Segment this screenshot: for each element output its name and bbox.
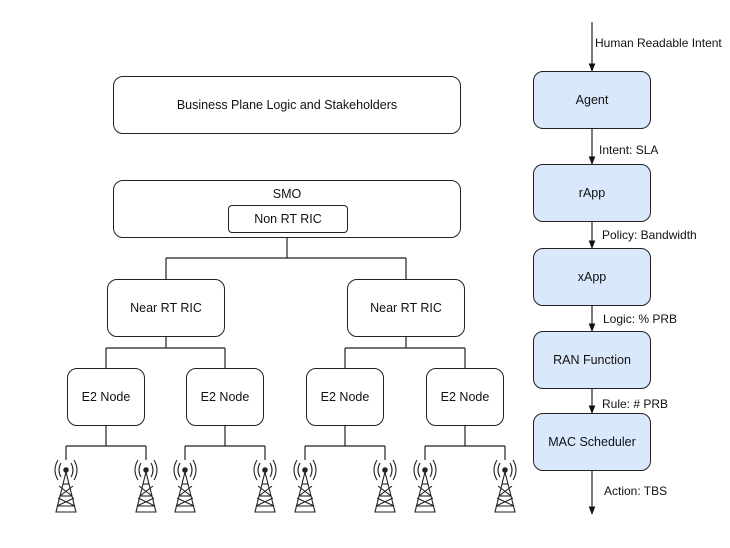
cell-tower-icon [493,459,517,513]
smo-label: SMO [272,187,302,201]
cell-tower-icon [413,459,437,513]
edge-label: Rule: # PRB [601,397,670,411]
non-rt-ric-label: Non RT RIC [254,212,322,226]
non-rt-ric-box: Non RT RIC [228,205,348,233]
stage-xapp-box: xApp [533,248,651,306]
e2-node-label: E2 Node [200,390,250,404]
e2-node-box: E2 Node [186,368,264,426]
stage-agent-box: Agent [533,71,651,129]
e2-node-box: E2 Node [67,368,145,426]
input-label: Human Readable Intent [594,36,723,50]
stage-label: xApp [577,270,607,284]
e2-node-box: E2 Node [426,368,504,426]
cell-tower-icon [134,459,158,513]
cell-tower-icon [253,459,277,513]
near-rt-ric-label: Near RT RIC [130,301,202,315]
business-plane-label: Business Plane Logic and Stakeholders [176,98,398,112]
near-rt-ric-box-right: Near RT RIC [347,279,465,337]
smo-box: SMO Non RT RIC [113,180,461,238]
output-label: Action: TBS [603,484,669,498]
e2-node-label: E2 Node [81,390,131,404]
edge-label: Logic: % PRB [602,312,679,326]
edge-label: Intent: SLA [598,143,660,157]
stage-ran-function-box: RAN Function [533,331,651,389]
e2-node-label: E2 Node [320,390,370,404]
business-plane-box: Business Plane Logic and Stakeholders [113,76,461,134]
near-rt-ric-label: Near RT RIC [370,301,442,315]
near-rt-ric-box-left: Near RT RIC [107,279,225,337]
e2-node-label: E2 Node [440,390,490,404]
stage-mac-scheduler-box: MAC Scheduler [533,413,651,471]
edge-label: Policy: Bandwidth [601,228,698,242]
stage-label: RAN Function [553,353,631,367]
cell-tower-icon [173,459,197,513]
cell-tower-icon [373,459,397,513]
stage-rapp-box: rApp [533,164,651,222]
stage-label: Agent [575,93,609,107]
e2-node-box: E2 Node [306,368,384,426]
cell-tower-icon [293,459,317,513]
stage-label: MAC Scheduler [548,435,636,449]
stage-label: rApp [578,186,606,200]
cell-tower-icon [54,459,78,513]
